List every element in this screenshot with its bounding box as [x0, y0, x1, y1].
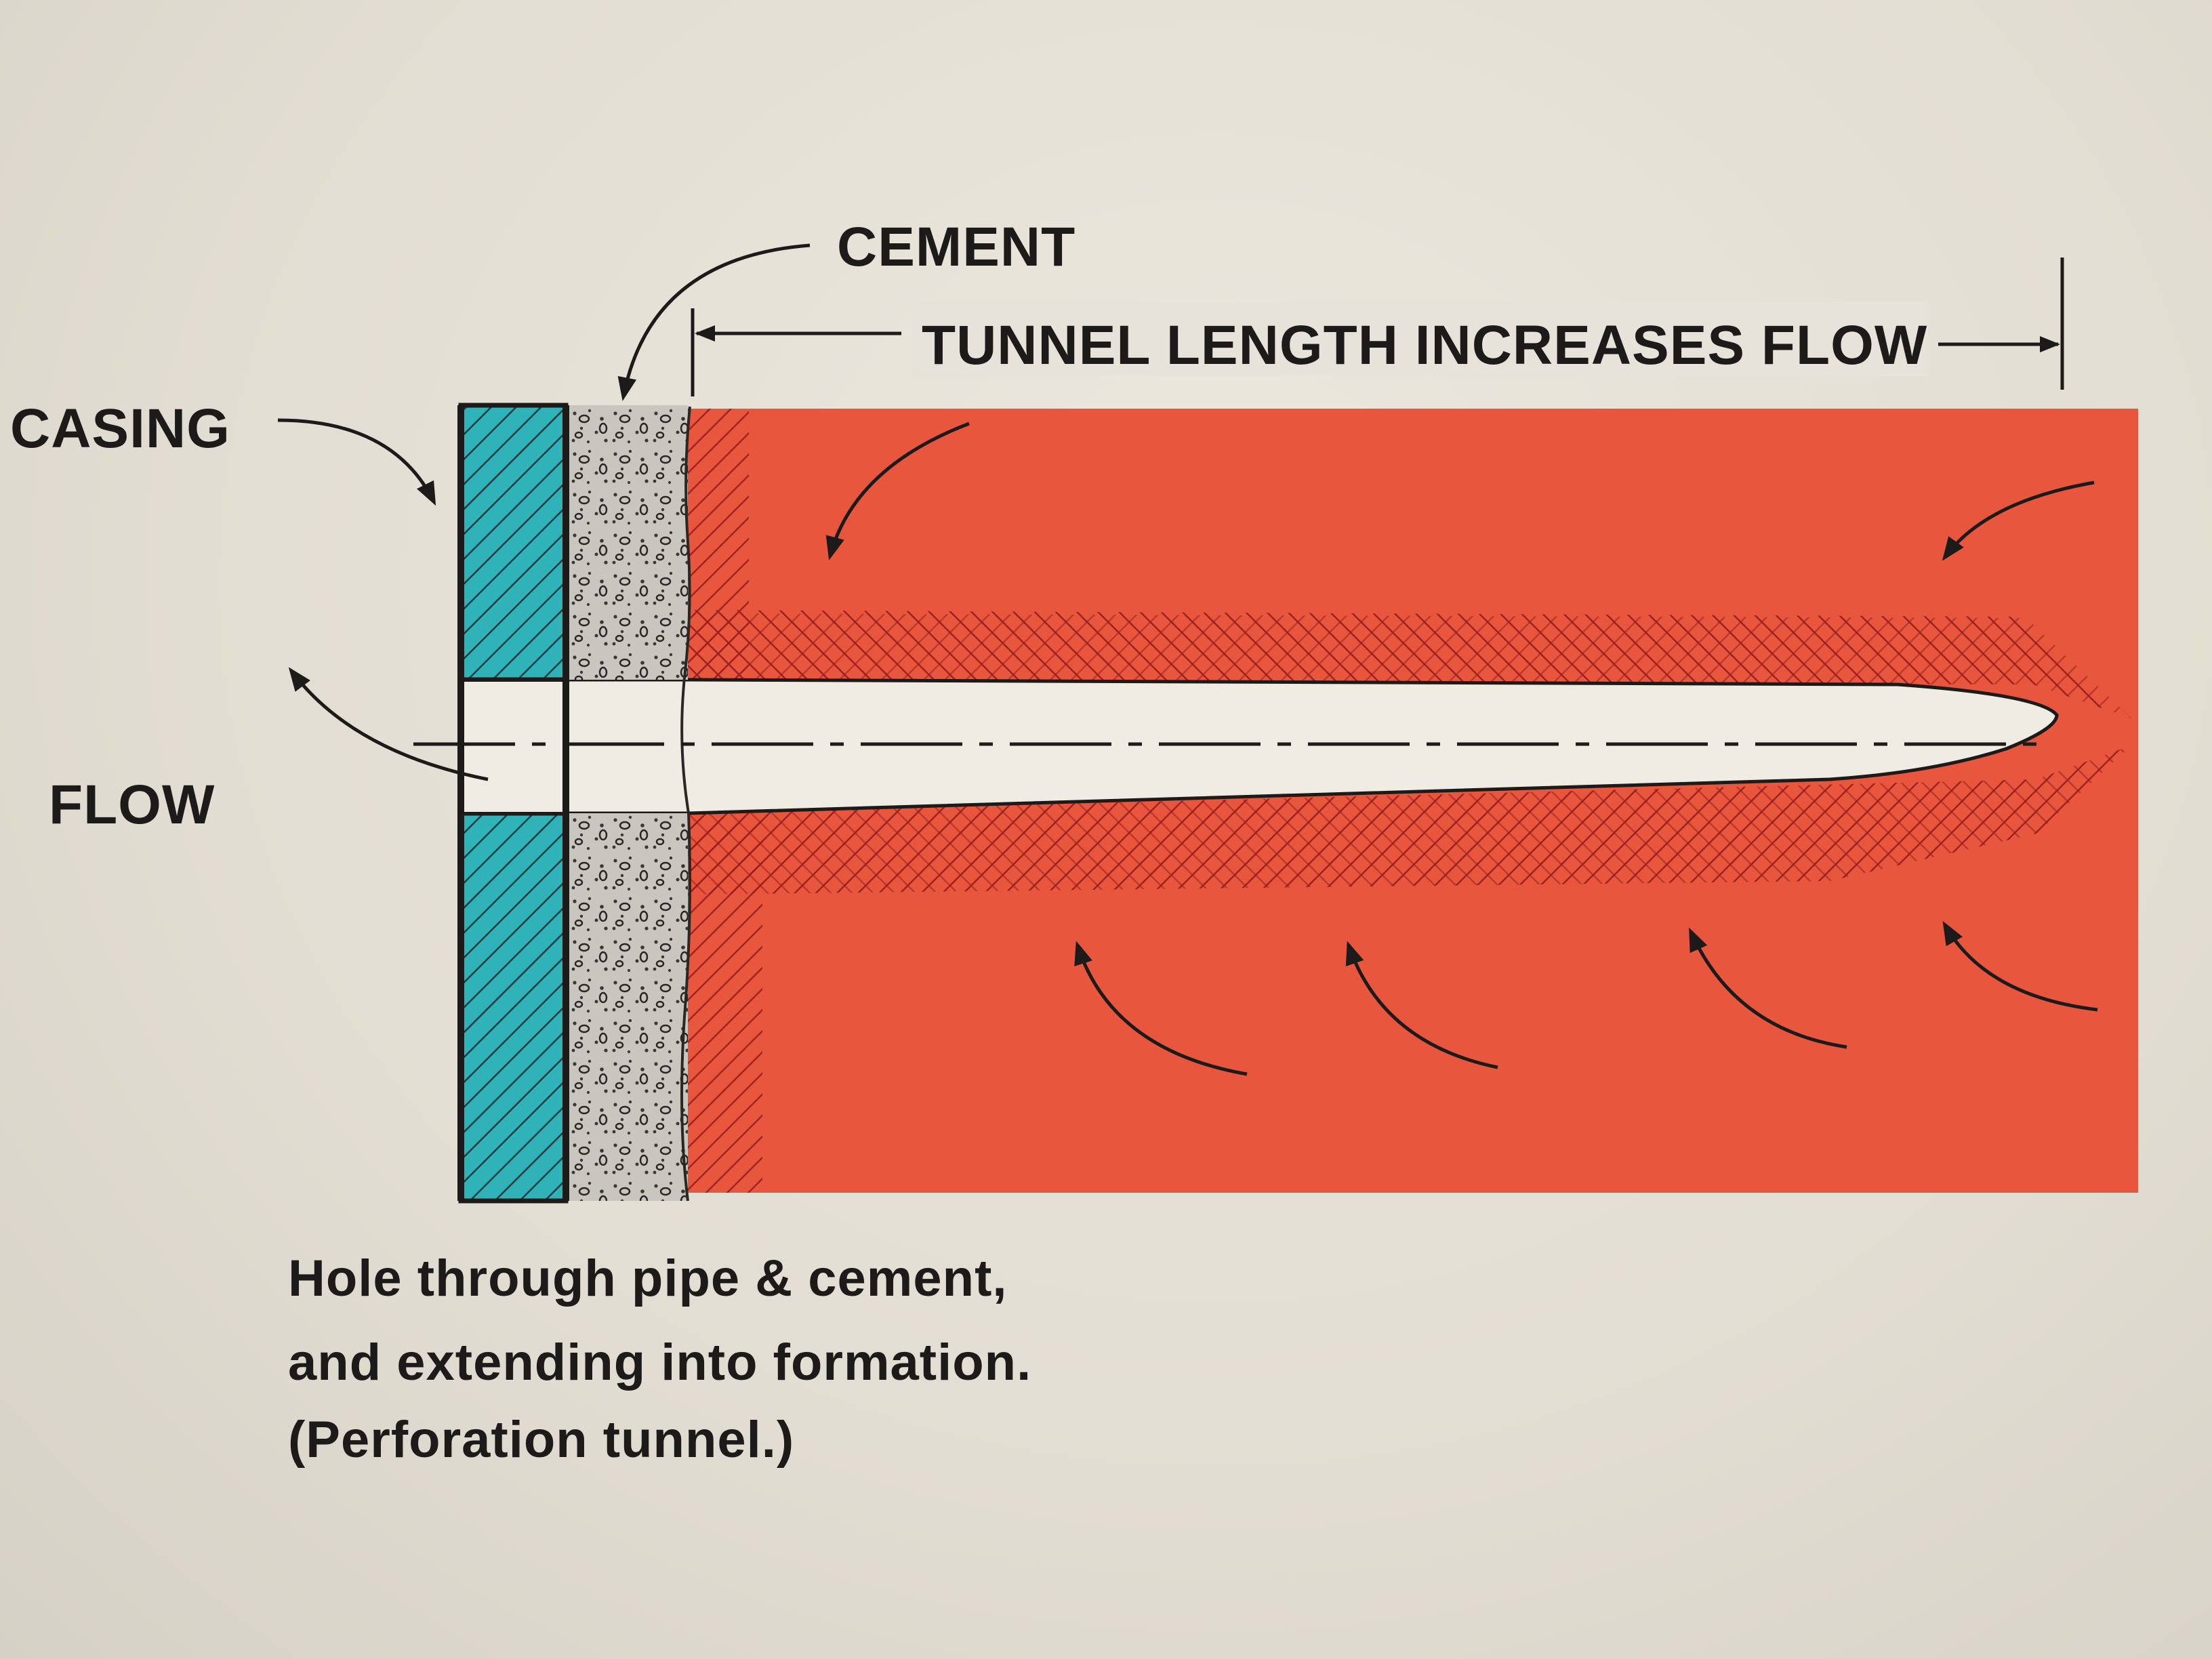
caption-line-3: (Perforation tunnel.)	[288, 1411, 794, 1469]
crushed-zone-lower-2	[688, 745, 2131, 895]
cement-sheath	[566, 405, 688, 680]
cement-leader-arrow	[617, 243, 811, 401]
flow-out-arrow	[288, 667, 489, 781]
formation-flow-arrow	[1074, 941, 1248, 1076]
formation-flow-arrow	[825, 422, 970, 560]
casing-leader-arrow	[277, 418, 436, 506]
cement-sheath-lower	[566, 813, 688, 1201]
formation-flow-arrow	[1345, 941, 1498, 1069]
flow-label: FLOW	[49, 774, 215, 836]
casing-wall-upper	[458, 403, 569, 682]
formation-flow-arrow	[1942, 480, 2095, 561]
casing-hole	[464, 682, 564, 812]
tunnel-label-gap	[912, 302, 1928, 376]
formation-flow-arrow	[1689, 927, 1847, 1049]
tunnel-length-label: TUNNEL LENGTH INCREASES FLOW	[922, 314, 1927, 376]
casing-wall-lower	[458, 811, 569, 1204]
caption-line-1: Hole through pipe & cement,	[288, 1250, 1008, 1307]
caption-line-2: and extending into formation.	[288, 1334, 1031, 1391]
casing-label: CASING	[10, 398, 230, 459]
perforation-tunnel	[466, 678, 2059, 815]
cement-label: CEMENT	[837, 216, 1076, 278]
crushed-zone-upper-2	[688, 613, 2131, 718]
cement-formation-boundary	[680, 406, 691, 1202]
formation-flow-arrow	[1942, 920, 2098, 1012]
